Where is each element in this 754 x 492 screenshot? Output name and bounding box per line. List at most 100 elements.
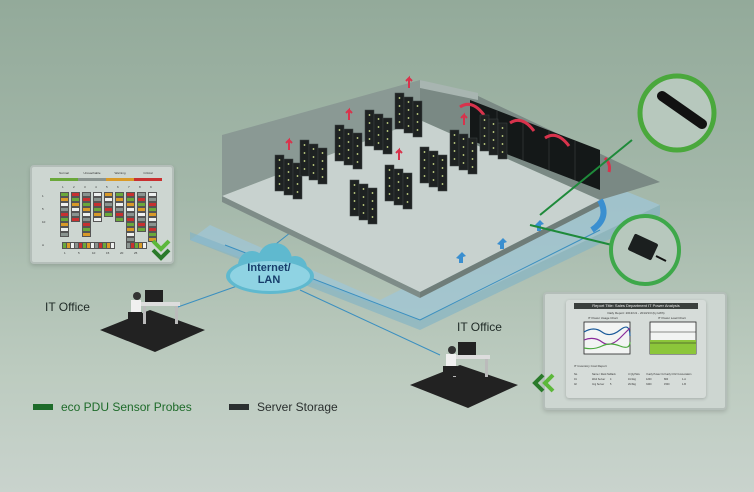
rack-led bbox=[362, 196, 365, 198]
status-header-bar bbox=[134, 178, 162, 181]
rack-slot-status bbox=[82, 192, 91, 197]
rack-led bbox=[416, 113, 419, 115]
rack-led bbox=[353, 192, 356, 194]
rack-led bbox=[492, 123, 495, 125]
table-cell: 800 bbox=[664, 378, 669, 381]
rack-led bbox=[471, 142, 474, 144]
outlet-number: 1 bbox=[64, 251, 66, 255]
internet-lan-cloud bbox=[226, 243, 314, 294]
table-cell: Yearly Power Cost bbox=[646, 373, 664, 376]
rack-led bbox=[501, 135, 504, 137]
legend-eco-pdu-sensor-probes: eco PDU Sensor Probes bbox=[33, 400, 192, 414]
table-cell: 1500 bbox=[664, 383, 670, 386]
rack-led bbox=[453, 150, 456, 152]
rack-slot-status bbox=[115, 192, 124, 197]
rack-slot-status bbox=[60, 212, 69, 217]
rack-led bbox=[386, 122, 389, 124]
rack-slot-status bbox=[60, 207, 69, 212]
rack-slot-status bbox=[148, 197, 157, 202]
rack-slot-status bbox=[126, 192, 135, 197]
rack-led bbox=[347, 133, 350, 135]
rack-led bbox=[312, 156, 315, 158]
rack-slot-status bbox=[60, 192, 69, 197]
cloud-label-line2: LAN bbox=[257, 274, 281, 286]
rack-led bbox=[501, 127, 504, 129]
pdu-outlet-status bbox=[142, 242, 147, 249]
rack-led bbox=[353, 200, 356, 202]
wall-top bbox=[420, 80, 478, 100]
rack-led bbox=[287, 187, 290, 189]
rack-slot-status bbox=[82, 217, 91, 222]
it-office-right-illustration bbox=[410, 342, 518, 408]
legend-swatch-dark bbox=[229, 404, 249, 410]
chart2-title: IT Power Load Chart bbox=[658, 316, 686, 320]
server-rack bbox=[497, 122, 508, 160]
rack-led bbox=[362, 204, 365, 206]
rack-slot-status bbox=[71, 192, 80, 197]
rack-led bbox=[407, 101, 410, 103]
rack-led bbox=[406, 185, 409, 187]
rack-led bbox=[398, 121, 401, 123]
rack-led bbox=[453, 142, 456, 144]
rack-column-number: 2 bbox=[73, 185, 75, 189]
rack-slot-status bbox=[93, 207, 102, 212]
status-header-label: Unreachable bbox=[83, 171, 101, 175]
rack-led bbox=[416, 129, 419, 131]
rack-led bbox=[321, 160, 324, 162]
rack-slot-status bbox=[71, 207, 80, 212]
cold-air-arrow bbox=[590, 198, 607, 233]
rack-column-number: 7 bbox=[128, 185, 130, 189]
humidity-sensor-callout bbox=[609, 214, 681, 286]
report-subtitle: Daily Report: 2013/1/1 - 2013/1/3 (by kW… bbox=[607, 311, 665, 315]
table-cell: 1200 bbox=[646, 378, 652, 381]
bottom-row-label: A bbox=[42, 243, 45, 247]
table-cell: 01 bbox=[574, 378, 577, 381]
rack-led bbox=[388, 177, 391, 179]
rack-led bbox=[423, 167, 426, 169]
rack-led bbox=[471, 150, 474, 152]
table-cell: Location bbox=[682, 373, 692, 376]
rack-led bbox=[347, 141, 350, 143]
rack-led bbox=[296, 175, 299, 177]
rack-slot-status bbox=[60, 197, 69, 202]
rack-led bbox=[397, 197, 400, 199]
legend-label-storage: Server Storage bbox=[257, 400, 338, 414]
table-cell: U Qty/Size bbox=[628, 373, 640, 376]
rack-slot-status bbox=[115, 212, 124, 217]
rack-slot-status bbox=[104, 192, 113, 197]
table-cell: 1-A bbox=[682, 378, 686, 381]
rack-led bbox=[407, 109, 410, 111]
rack-led bbox=[371, 200, 374, 202]
rack-slot-status bbox=[115, 207, 124, 212]
rack-led bbox=[278, 159, 281, 161]
outlet-number: 20 bbox=[120, 251, 124, 255]
rack-slot-status bbox=[60, 202, 69, 207]
rack-slot-status bbox=[148, 192, 157, 197]
rack-led bbox=[388, 193, 391, 195]
rack-led bbox=[338, 137, 341, 139]
rack-led bbox=[347, 157, 350, 159]
rack-led bbox=[303, 168, 306, 170]
server-rack bbox=[292, 162, 303, 200]
table-cell: 1-B bbox=[682, 383, 686, 386]
rack-slot-status bbox=[60, 217, 69, 222]
table-cell: Rack bbox=[610, 373, 616, 376]
rack-led bbox=[398, 97, 401, 99]
rack-slot-status bbox=[148, 222, 157, 227]
pdu-outlet-status bbox=[110, 242, 115, 249]
rack-led bbox=[356, 153, 359, 155]
status-header-label: Warning bbox=[114, 171, 126, 175]
rack-slot-status bbox=[137, 227, 146, 232]
rack-slot-status bbox=[126, 237, 135, 242]
rack-slot-status bbox=[115, 217, 124, 222]
rack-led bbox=[388, 185, 391, 187]
server-rack bbox=[402, 172, 413, 210]
rack-led bbox=[362, 188, 365, 190]
rack-slot-status bbox=[82, 197, 91, 202]
rack-led bbox=[407, 125, 410, 127]
cold-air-floor-arrows bbox=[456, 220, 544, 263]
load-chart-fill bbox=[650, 340, 696, 354]
rack-led bbox=[347, 149, 350, 151]
